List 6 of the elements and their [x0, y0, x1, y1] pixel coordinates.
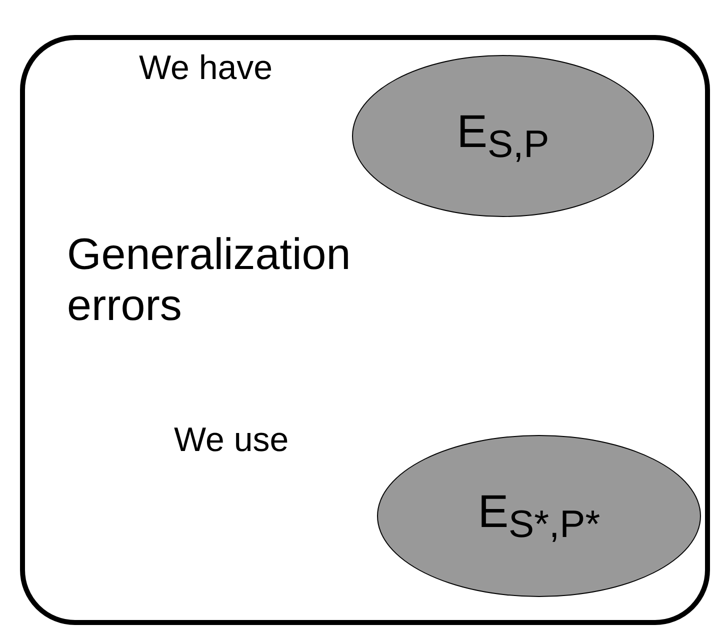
- caption-text: We have: [139, 49, 273, 88]
- rounded-frame: [20, 35, 710, 625]
- formula-label: E$_{S*,P*}$: [478, 484, 600, 548]
- caption-text: We use: [174, 421, 289, 460]
- formula-label: E$_{S,P}$: [456, 104, 550, 168]
- heading-text: Generalization errors: [67, 230, 352, 332]
